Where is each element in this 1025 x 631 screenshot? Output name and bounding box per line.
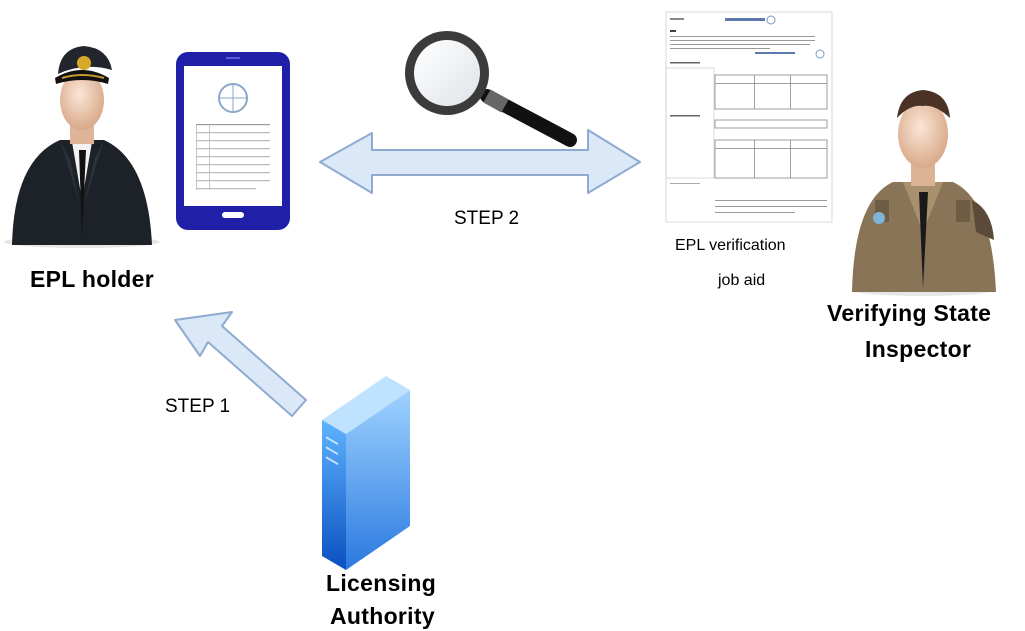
- inspector-label-line1: Verifying State: [827, 300, 992, 326]
- document-icon: [665, 11, 833, 223]
- authority-label-line1: Licensing: [326, 570, 437, 596]
- server-icon: [322, 376, 410, 570]
- step1-arrow: [174, 311, 307, 417]
- job-aid-label-line2: job aid: [718, 272, 766, 289]
- step2-label: STEP 2: [454, 208, 520, 229]
- step1-label: STEP 1: [165, 396, 231, 417]
- pilot-icon: [4, 46, 160, 248]
- magnifier-icon: [405, 31, 577, 147]
- job-aid-label-line1: EPL verification: [675, 237, 786, 254]
- inspector-label-line2: Inspector: [865, 336, 972, 362]
- epl-holder-label: EPL holder: [30, 266, 154, 292]
- step2-double-arrow: [319, 129, 641, 194]
- smartphone-icon: [176, 52, 290, 230]
- authority-label-line2: Authority: [330, 603, 435, 629]
- inspector-icon: [851, 90, 996, 296]
